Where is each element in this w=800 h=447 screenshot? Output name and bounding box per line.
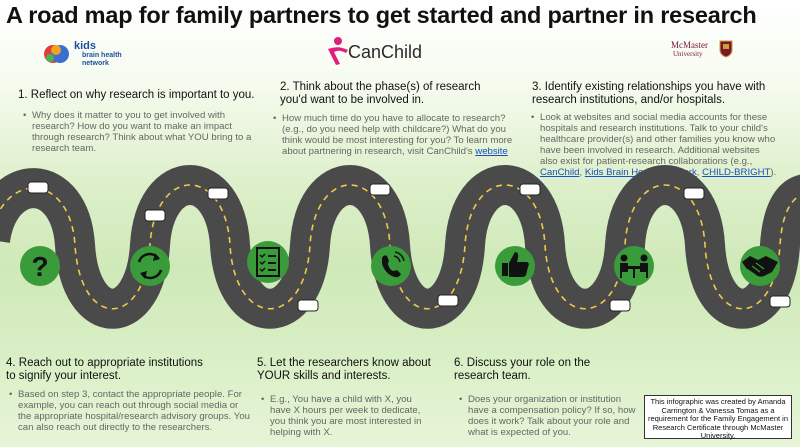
step-4-text: Based on step 3, contact the appropriate… bbox=[9, 389, 250, 433]
car-4 bbox=[297, 299, 319, 312]
step-1-text: Why does it matter to you to get involve… bbox=[23, 110, 262, 154]
car-7 bbox=[519, 183, 541, 196]
car-1 bbox=[27, 181, 49, 194]
car-10 bbox=[769, 295, 791, 308]
step-2-heading-line2: you'd want to be involved in. bbox=[280, 94, 425, 106]
step-6-text: Does your organization or institution ha… bbox=[459, 394, 638, 438]
step-2-heading-line1: 2. Think about the phase(s) of research bbox=[280, 81, 481, 93]
step-5-heading-line2: YOUR skills and interests. bbox=[257, 370, 391, 382]
step-3-text-end: ). bbox=[770, 167, 777, 178]
car-8 bbox=[609, 299, 631, 312]
step-3-text-body: Look at websites and social media accoun… bbox=[540, 112, 776, 167]
kbh-line2: brain health bbox=[82, 52, 122, 59]
car-3 bbox=[207, 187, 229, 200]
car-6 bbox=[437, 294, 459, 307]
question-icon: ? bbox=[20, 246, 60, 286]
step-3-heading-line2: research institutions, and/or hospitals. bbox=[532, 94, 726, 106]
child-bright-link[interactable]: CHILD-BRIGHT bbox=[702, 167, 771, 178]
kbh-line1: kids bbox=[74, 40, 97, 52]
mcmaster-line1: McMaster bbox=[671, 40, 708, 50]
step-3-heading: 3. Identify existing relationships you h… bbox=[532, 81, 765, 107]
page-title: A road map for family partners to get st… bbox=[6, 2, 757, 28]
brain-icon bbox=[44, 45, 69, 63]
step-6-heading-line1: 6. Discuss your role on the bbox=[454, 357, 591, 369]
canchild-link[interactable]: CanChild bbox=[540, 167, 580, 178]
step-4-heading: 4. Reach out to appropriate institutions… bbox=[6, 357, 203, 383]
car-5 bbox=[369, 183, 391, 196]
car-9 bbox=[683, 187, 705, 200]
car-2 bbox=[144, 209, 166, 222]
kbh-line3: network bbox=[82, 60, 109, 67]
step-1-heading: 1. Reflect on why research is important … bbox=[18, 89, 255, 101]
step-4-heading-line1: 4. Reach out to appropriate institutions bbox=[6, 357, 203, 369]
mcmaster-logo: McMaster University bbox=[671, 38, 741, 74]
step-6-heading-line2: research team. bbox=[454, 370, 531, 382]
kids-brain-health-logo: kids brain health network bbox=[42, 40, 152, 72]
canchild-website-link[interactable]: website bbox=[475, 146, 508, 157]
mcmaster-line2: University bbox=[673, 50, 703, 58]
credit-box: This infographic was created by Amanda C… bbox=[644, 395, 792, 440]
step-5-heading: 5. Let the researchers know about YOUR s… bbox=[257, 357, 431, 383]
handshake-icon bbox=[740, 246, 780, 286]
phone-icon bbox=[371, 246, 411, 286]
canchild-figure-icon bbox=[328, 37, 348, 65]
step-2-text-body: How much time do you have to allocate to… bbox=[282, 113, 513, 157]
canchild-logo: CanChild bbox=[326, 36, 436, 66]
step-6-heading: 6. Discuss your role on the research tea… bbox=[454, 357, 590, 383]
meeting-icon bbox=[614, 246, 654, 286]
step-3-heading-line1: 3. Identify existing relationships you h… bbox=[532, 81, 766, 93]
thumbs-up-icon bbox=[495, 246, 535, 286]
checklist-icon bbox=[247, 241, 289, 283]
step-4-heading-line2: to signify your interest. bbox=[6, 370, 122, 382]
step-2-text: How much time do you have to allocate to… bbox=[273, 113, 520, 157]
canchild-wordmark: CanChild bbox=[348, 42, 423, 62]
step-5-heading-line1: 5. Let the researchers know about bbox=[257, 357, 431, 369]
mcmaster-shield-icon bbox=[719, 40, 733, 58]
step-2-heading: 2. Think about the phase(s) of research … bbox=[280, 81, 481, 107]
step-5-text: E.g., You have a child with X, you have … bbox=[261, 394, 435, 438]
svg-text:?: ? bbox=[31, 251, 48, 282]
cycle-arrows-icon bbox=[130, 246, 170, 286]
